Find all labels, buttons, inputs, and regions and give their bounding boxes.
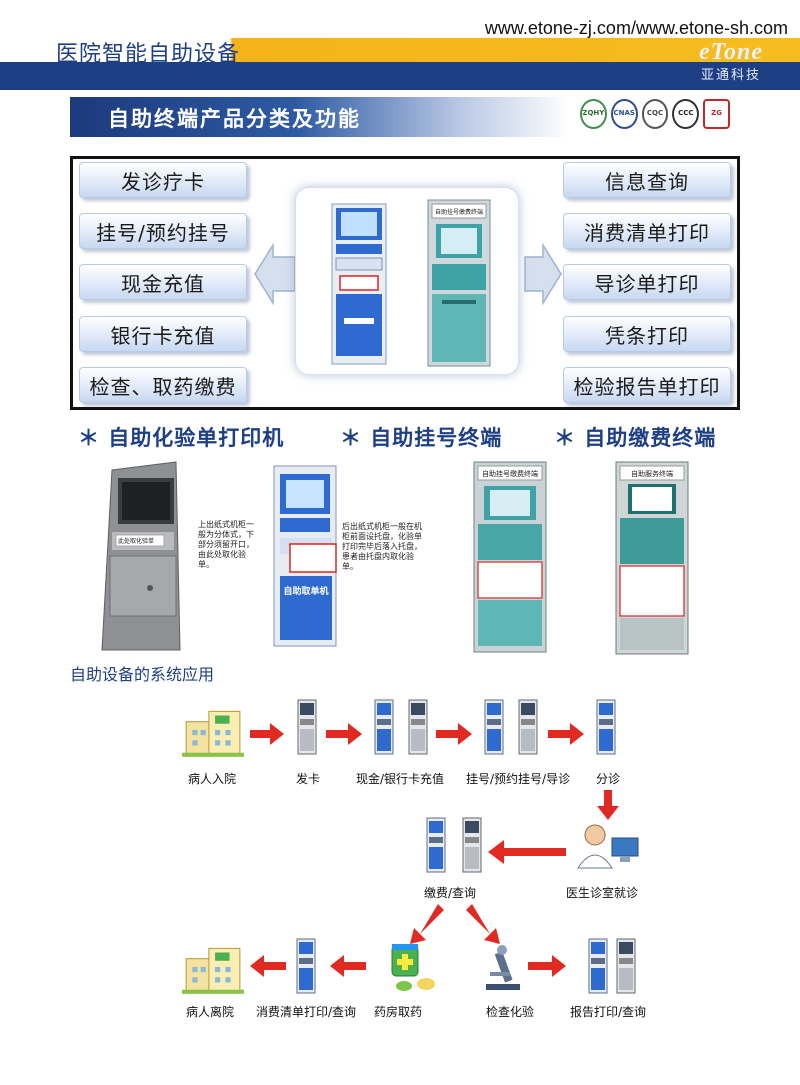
function-item-cash: 现金充值 xyxy=(79,264,247,300)
payment-kiosk-icon: 自助服务终端 xyxy=(615,461,689,655)
flow-label-pharmacy: 药房取药 xyxy=(374,1005,423,1019)
card-issue-kiosk-icon xyxy=(297,699,317,755)
website-urls[interactable]: www.etone-zj.com/www.etone-sh.com xyxy=(484,18,788,38)
arrow-left-icon xyxy=(254,242,296,306)
flow-arrow-diag-left-icon xyxy=(410,904,444,944)
flow-arrow-1-icon xyxy=(250,723,284,745)
header-navy-band xyxy=(0,62,800,90)
printer-slot-label: 此处取化验单 xyxy=(118,538,155,545)
function-item-card: 发诊疗卡 xyxy=(79,162,247,198)
function-item-receipt: 凭条打印 xyxy=(563,316,731,352)
kiosk-showcase-graphics: 自助挂号缴费终端 xyxy=(331,199,491,367)
teal-kiosk-icon: 自助挂号缴费终端 xyxy=(427,199,491,367)
product-heading-register: ＊ 自助挂号终端 xyxy=(340,426,503,450)
flow-label-topup: 现金/银行卡充值 xyxy=(356,772,445,786)
flow-label-doctor: 医生诊室就诊 xyxy=(566,886,639,900)
function-item-report: 检验报告单打印 xyxy=(563,367,731,403)
flow-arrow-left-icon xyxy=(488,840,566,864)
function-item-guide: 导诊单打印 xyxy=(563,264,731,300)
topup-kiosk-2-icon xyxy=(408,699,428,755)
triage-kiosk-icon xyxy=(596,699,616,755)
system-application-title: 自助设备的系统应用 xyxy=(70,665,215,684)
hospital-discharge-icon xyxy=(182,947,244,994)
flow-arrow-3-icon xyxy=(436,723,472,745)
flow-arrow-diag-right-icon xyxy=(466,904,500,944)
section-title: 自助终端产品分类及功能 xyxy=(108,107,361,131)
function-item-info: 信息查询 xyxy=(563,162,731,198)
doctor-icon xyxy=(577,824,639,869)
flow-label-bill: 消费清单打印/查询 xyxy=(256,1005,357,1019)
flow-arrow-5-icon xyxy=(528,955,566,977)
printer-note-back: 后出纸式机柜一般在机柜前面设托盘，化验单打印完毕后落入托盘，患者由托盘内取化验单… xyxy=(342,522,422,571)
register-kiosk-icon: 自助挂号缴费终端 xyxy=(473,461,547,653)
flow-label-triage: 分诊 xyxy=(596,772,621,786)
flow-label-report: 报告打印/查询 xyxy=(570,1005,647,1019)
report-kiosk-2-icon xyxy=(616,938,636,994)
kiosk-showcase: 自助挂号缴费终端 xyxy=(295,187,519,375)
functions-panel: 发诊疗卡 挂号/预约挂号 现金充值 银行卡充值 检查、取药缴费 信息查询 消费清… xyxy=(70,156,740,410)
flow-label-admit: 病人入院 xyxy=(188,772,237,786)
pay-kiosk-2-icon xyxy=(462,817,482,873)
printer-kiosk-label: 自助取单机 xyxy=(283,585,328,597)
flow-label-exam: 检查化验 xyxy=(486,1005,535,1019)
product-heading-printer: ＊ 自助化验单打印机 xyxy=(78,426,285,450)
flow-label-discharge: 病人离院 xyxy=(186,1005,235,1019)
flow-arrow-down-icon xyxy=(597,790,619,820)
function-item-bankcard: 银行卡充值 xyxy=(79,316,247,352)
printer-kiosk-blue-icon: 自助取单机 xyxy=(273,465,337,647)
quality-cert-icon: ZG xyxy=(703,99,730,129)
arrow-right-icon xyxy=(524,242,562,306)
flow-label-register: 挂号/预约挂号/导诊 xyxy=(466,772,571,786)
pharmacy-icon xyxy=(391,944,435,991)
header-title: 医院智能自助设备 xyxy=(56,42,241,67)
functions-graphics xyxy=(254,242,562,306)
cnas-cert-icon: CNAS xyxy=(610,99,638,129)
page-header: www.etone-zj.com/www.etone-sh.com 医院智能自助… xyxy=(0,0,800,92)
printer-kiosk-grey-icon xyxy=(101,461,181,651)
ccc-cert-icon: CCC xyxy=(672,99,700,129)
flow-arrow-6-icon xyxy=(330,955,366,977)
flow-arrow-4-icon xyxy=(548,723,584,745)
teal-kiosk-label: 自助挂号缴费终端 xyxy=(435,208,483,216)
header-orange-band xyxy=(0,38,800,62)
register-kiosk-1-icon xyxy=(484,699,504,755)
bill-kiosk-icon xyxy=(296,938,316,994)
pay-kiosk-1-icon xyxy=(426,817,446,873)
report-kiosk-1-icon xyxy=(588,938,608,994)
microscope-icon xyxy=(486,945,520,990)
function-item-register: 挂号/预约挂号 xyxy=(79,213,247,249)
flow-arrow-2-icon xyxy=(326,723,362,745)
flow-arrow-7-icon xyxy=(250,955,286,977)
brand-logo-mark: eTone xyxy=(698,39,764,65)
blue-kiosk-icon xyxy=(331,203,387,365)
section-title-bar: 自助终端产品分类及功能 xyxy=(70,97,570,137)
payment-kiosk-label: 自助服务终端 xyxy=(631,469,673,478)
topup-kiosk-1-icon xyxy=(374,699,394,755)
brand-logo: eTone 亚通科技 xyxy=(690,40,772,86)
certification-logos: ZQHY CNAS CQC CCC ZG xyxy=(580,94,730,134)
flow-label-issue-card: 发卡 xyxy=(296,772,321,786)
cqc-cert-icon: CQC xyxy=(641,99,669,129)
function-item-bill: 消费清单打印 xyxy=(563,213,731,249)
product-heading-payment: ＊ 自助缴费终端 xyxy=(554,426,717,450)
flow-label-pay-query: 缴费/查询 xyxy=(424,886,477,900)
function-item-payment: 检查、取药缴费 xyxy=(79,367,247,403)
register-kiosk-2-icon xyxy=(518,699,538,755)
printer-note-top: 上出纸式机柜一般为分体式，下部分须留开口，由此处取化验单。 xyxy=(198,520,254,569)
hospital-admit-icon xyxy=(182,710,244,757)
register-kiosk-label: 自助挂号缴费终端 xyxy=(482,469,538,478)
brand-name: 亚通科技 xyxy=(700,68,761,83)
zqhy-cert-icon: ZQHY xyxy=(580,99,607,129)
